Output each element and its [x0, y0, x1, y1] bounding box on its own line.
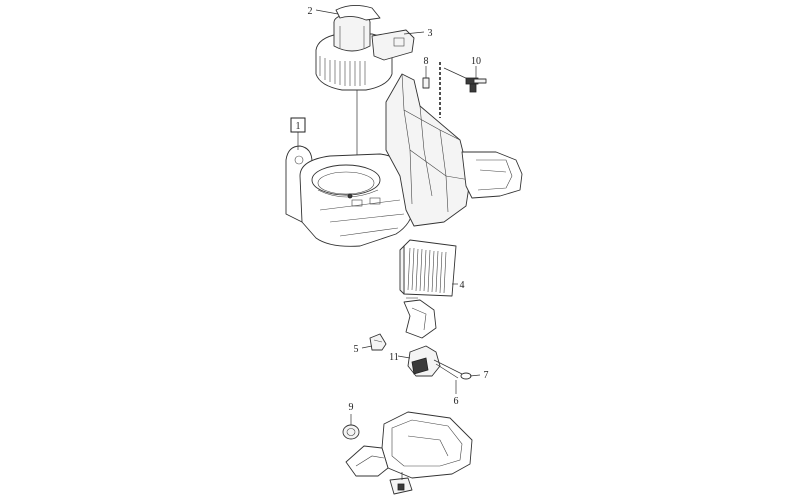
retaining-clip [369, 333, 387, 351]
heater-core [399, 239, 457, 339]
callout-2: 2 [308, 6, 313, 17]
leader-lines [297, 9, 481, 425]
callout-10: 10 [471, 56, 481, 67]
lower-tray-housing [345, 411, 473, 495]
bolt-part [443, 66, 487, 93]
callout-4: 4 [460, 280, 465, 291]
cabin-clip-part [422, 66, 430, 89]
callout-box-1 [290, 117, 306, 133]
callout-7: 7 [484, 370, 489, 381]
callout-5: 5 [354, 344, 359, 355]
callout-9: 9 [349, 402, 354, 413]
callout-labels: 1 2 3 4 5 6 7 8 9 10 11 [290, 6, 489, 413]
blower-motor-assembly [315, 5, 415, 91]
callout-6: 6 [454, 396, 459, 407]
callout-8: 8 [424, 56, 429, 67]
callout-1: 1 [296, 121, 301, 132]
hvac-main-housing [285, 73, 523, 247]
water-valve-assembly [407, 345, 472, 380]
foam-seal-disc [342, 424, 360, 440]
callout-3: 3 [428, 28, 433, 39]
callout-11: 11 [389, 352, 399, 363]
